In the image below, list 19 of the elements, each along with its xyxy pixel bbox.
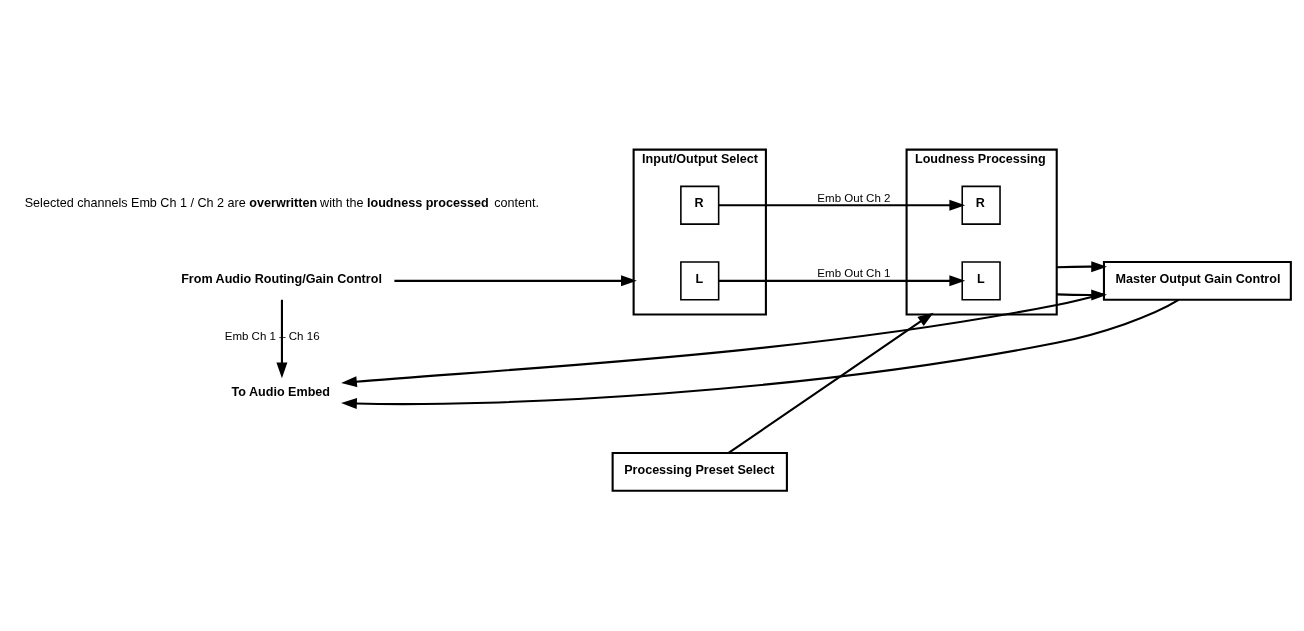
- node-box: L: [680, 260, 720, 300]
- node-box: Processing Preset Select: [611, 451, 788, 492]
- arrow: [276, 299, 288, 378]
- node-box: R: [961, 185, 1001, 225]
- edge-label: Emb Out Ch 2: [817, 191, 891, 204]
- arrow: [341, 298, 1180, 409]
- label: Selected channels Emb Ch 1 / Ch 2 are overwritten with the loudness processed content.: [24, 195, 540, 210]
- node-text: From Audio Routing/Gain Control: [181, 271, 382, 286]
- arrow: [1056, 260, 1108, 272]
- edge-label: Emb Out Ch 1: [817, 266, 891, 279]
- arrow: [394, 274, 637, 286]
- node-box: L: [961, 260, 1001, 300]
- arrow: [718, 274, 966, 286]
- arrow: [341, 292, 1105, 387]
- arrow: [718, 199, 966, 211]
- node-text: To Audio Embed: [231, 384, 331, 399]
- node-box: R: [680, 185, 720, 225]
- node-box: Master Output Gain Control: [1102, 260, 1292, 301]
- arrow: [728, 312, 934, 454]
